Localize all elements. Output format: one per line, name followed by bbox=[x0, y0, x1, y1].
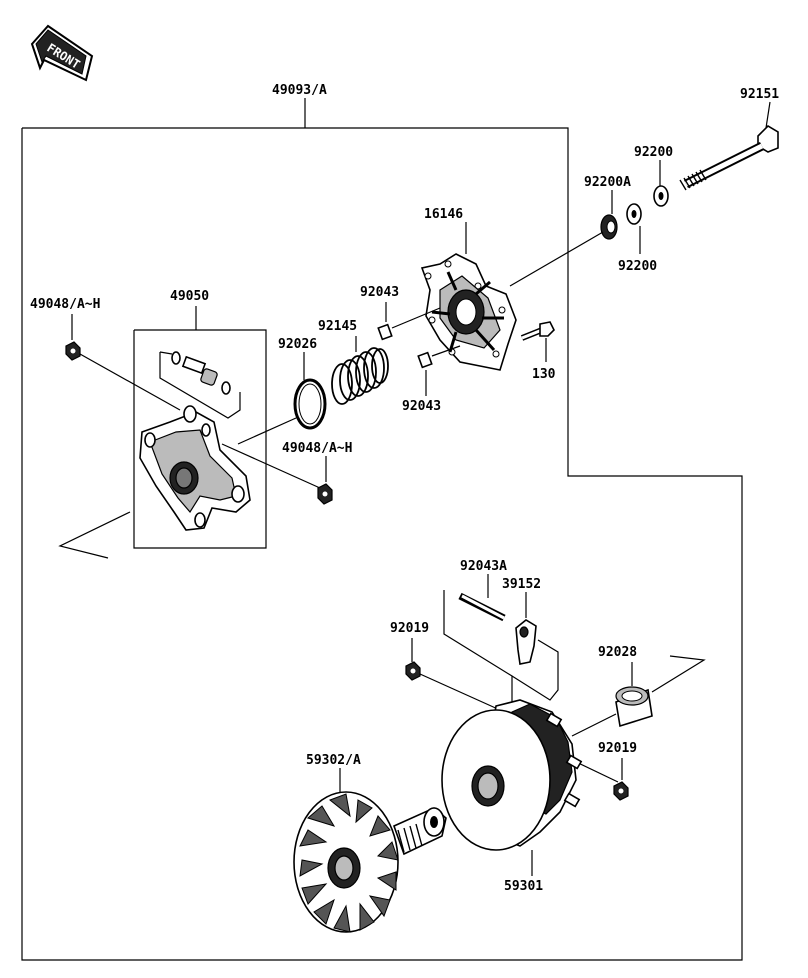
clutch-spider bbox=[139, 405, 251, 531]
flyweight bbox=[515, 619, 537, 665]
label-spider: 49050 bbox=[170, 289, 209, 304]
label-washer-a: 92200 bbox=[634, 145, 673, 160]
weight-pin bbox=[458, 592, 506, 622]
roller-pin-kit bbox=[159, 351, 241, 419]
nut-right bbox=[317, 483, 333, 505]
long-bolt bbox=[679, 101, 779, 191]
label-flyweight: 39152 bbox=[502, 577, 541, 592]
label-nut-right: 49048/A~H bbox=[282, 441, 352, 456]
spider-outline bbox=[133, 329, 267, 549]
label-cover: 16146 bbox=[424, 207, 463, 222]
snap-ring bbox=[293, 378, 327, 430]
label-nut-sheave-left: 92019 bbox=[390, 621, 429, 636]
label-nut-sheave-right: 92019 bbox=[598, 741, 637, 756]
label-nut-left: 49048/A~H bbox=[30, 297, 100, 312]
clutch-cover bbox=[420, 253, 517, 371]
fixed-sheave bbox=[293, 791, 447, 933]
label-long-bolt: 92151 bbox=[740, 87, 779, 102]
label-weight-pin: 92043A bbox=[460, 559, 507, 574]
nut-sheave-right bbox=[613, 781, 629, 801]
pin-upper bbox=[377, 307, 441, 341]
small-bolt bbox=[520, 321, 555, 341]
nut-sheave-left bbox=[405, 661, 421, 681]
label-movable-sheave: 59301 bbox=[504, 879, 543, 894]
assembly-outline bbox=[21, 127, 743, 961]
label-pin-upper: 92043 bbox=[360, 285, 399, 300]
bushing bbox=[615, 686, 653, 728]
label-small-bolt: 130 bbox=[532, 367, 556, 382]
washer-c bbox=[600, 214, 618, 240]
label-assembly: 49093/A bbox=[272, 83, 327, 98]
pin-lower bbox=[417, 345, 461, 369]
label-washer-b: 92200 bbox=[618, 259, 657, 274]
label-ring: 92026 bbox=[278, 337, 317, 352]
label-fixed-sheave: 59302/A bbox=[306, 753, 361, 768]
label-spring: 92145 bbox=[318, 319, 357, 334]
label-pin-lower: 92043 bbox=[402, 399, 441, 414]
front-arrow-icon: FRONT bbox=[30, 24, 94, 82]
clutch-spring bbox=[331, 347, 389, 405]
movable-sheave bbox=[441, 699, 583, 851]
label-bushing: 92028 bbox=[598, 645, 637, 660]
nut-left bbox=[65, 341, 81, 361]
label-washer-c: 92200A bbox=[584, 175, 631, 190]
